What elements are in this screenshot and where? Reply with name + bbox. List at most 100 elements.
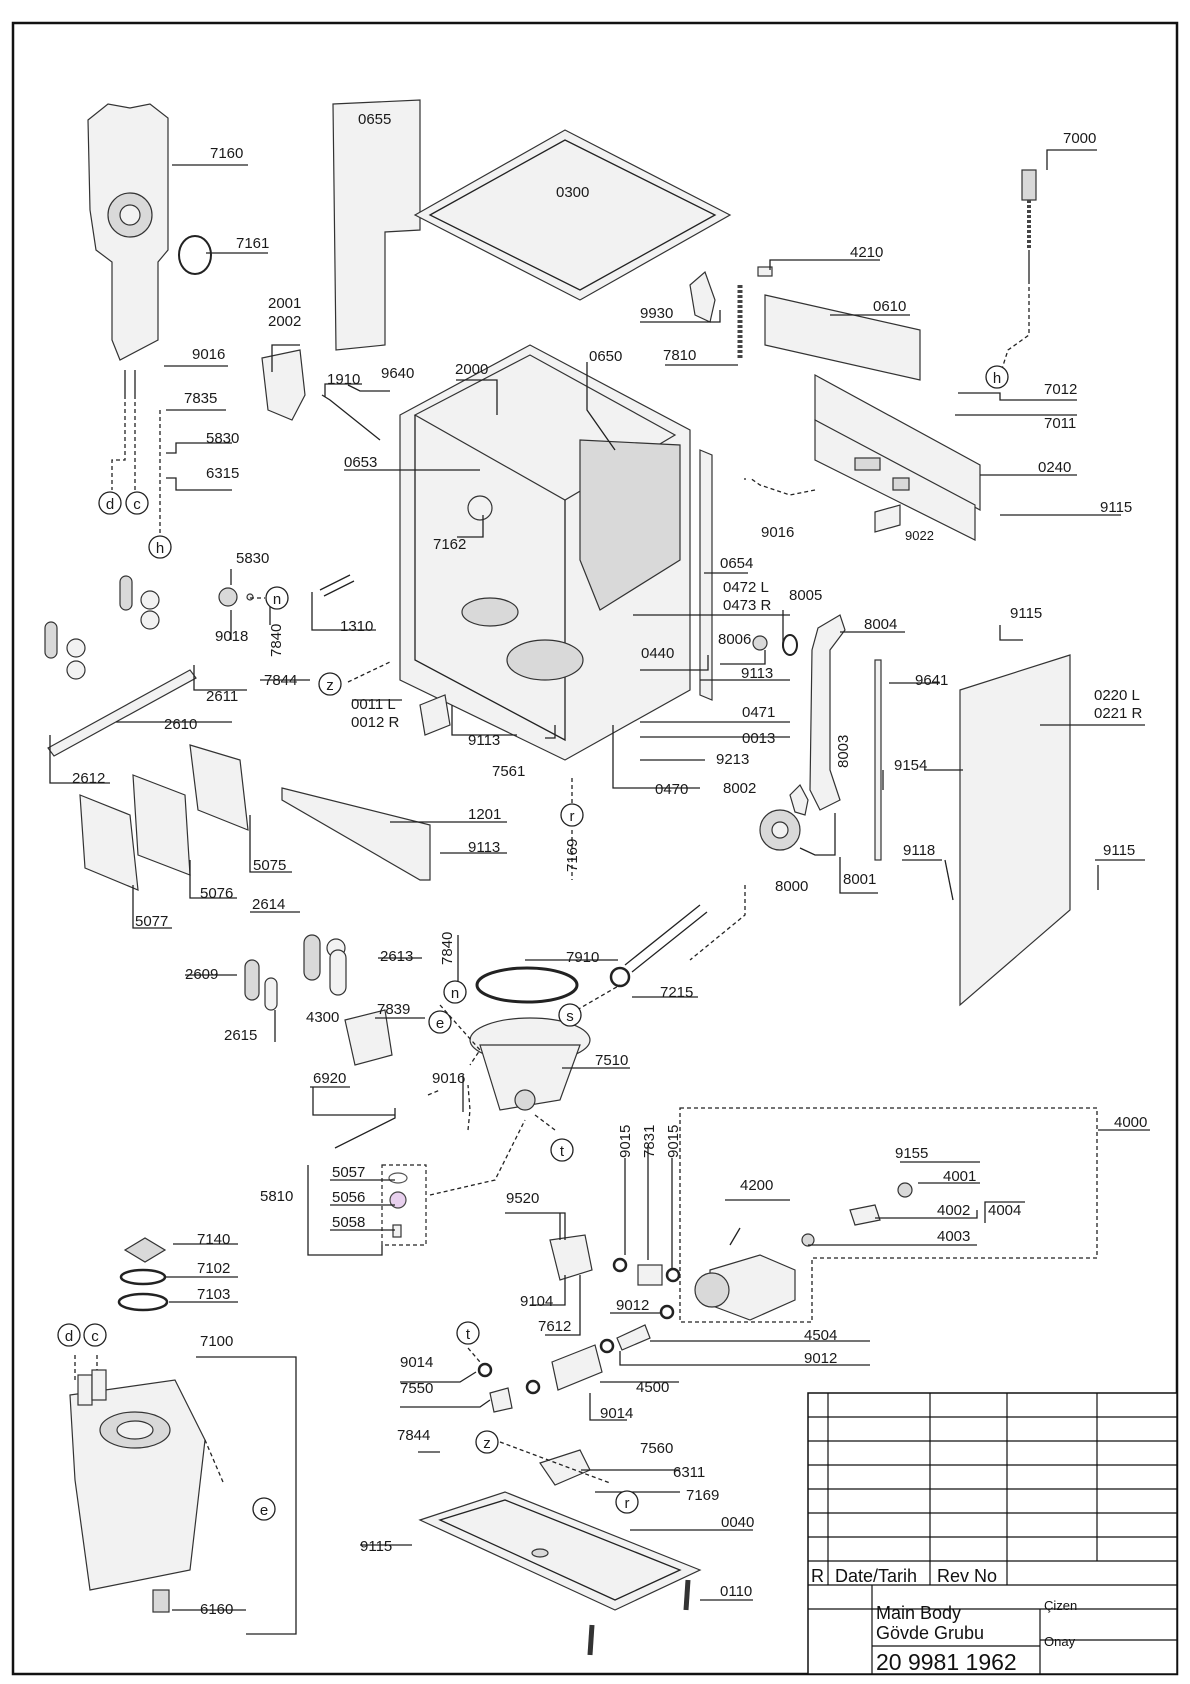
part-6920-hose bbox=[334, 1108, 396, 1149]
part-7160-water-panel bbox=[87, 103, 169, 395]
svg-text:d: d bbox=[65, 1328, 73, 1345]
label-2001: 2001 bbox=[268, 295, 301, 312]
svg-text:r: r bbox=[570, 808, 575, 825]
svg-text:z: z bbox=[483, 1435, 491, 1452]
label-0650: 0650 bbox=[589, 348, 622, 365]
part-1910-seal bbox=[321, 394, 381, 441]
label-9118: 9118 bbox=[903, 842, 935, 859]
label-9014-b: 9014 bbox=[600, 1405, 633, 1422]
label-0221: 0221 R bbox=[1094, 705, 1143, 722]
part-2614-wheels bbox=[303, 934, 347, 996]
part-7560 bbox=[539, 1449, 591, 1486]
label-4500: 4500 bbox=[636, 1379, 669, 1396]
label-9155: 9155 bbox=[895, 1145, 928, 1162]
label-2609: 2609 bbox=[185, 966, 218, 983]
part-0655-insulation bbox=[332, 99, 421, 351]
label-5830-left: 5830 bbox=[236, 550, 269, 567]
label-5058: 5058 bbox=[332, 1214, 365, 1231]
label-0012: 0012 R bbox=[351, 714, 400, 731]
part-4210 bbox=[757, 266, 773, 277]
title-block: R Date/Tarih Rev No Main Body Gövde Grub… bbox=[807, 1392, 1178, 1675]
label-6160: 6160 bbox=[200, 1601, 233, 1618]
part-0110-foot bbox=[587, 1624, 595, 1656]
callout-z-bottom: z bbox=[475, 1430, 499, 1454]
label-0470: 0470 bbox=[655, 781, 688, 798]
label-4200: 4200 bbox=[740, 1177, 773, 1194]
part-7510-sump bbox=[469, 1017, 591, 1111]
label-5056: 5056 bbox=[332, 1189, 365, 1206]
title-rev-label: Rev No bbox=[937, 1566, 997, 1586]
label-9014-a: 9014 bbox=[400, 1354, 433, 1371]
label-7140: 7140 bbox=[197, 1231, 230, 1248]
label-4004: 4004 bbox=[988, 1202, 1021, 1219]
part-5075 bbox=[189, 744, 249, 831]
part-4000-group-box bbox=[679, 1107, 1098, 1323]
svg-text:s: s bbox=[566, 1008, 574, 1025]
part-7910-ring bbox=[475, 966, 579, 1004]
label-9115-bottom: 9115 bbox=[360, 1538, 392, 1555]
part-labels: 7160 7161 9016 7835 5830 6315 0655 0300 … bbox=[72, 111, 1147, 1618]
label-9115-low: 9115 bbox=[1103, 842, 1135, 859]
label-4000: 4000 bbox=[1114, 1114, 1147, 1131]
callout-n-top: n bbox=[265, 586, 289, 610]
part-7140-cap bbox=[123, 1237, 167, 1263]
label-7844: 7844 bbox=[264, 672, 297, 689]
label-9113-low: 9113 bbox=[468, 839, 500, 856]
svg-text:h: h bbox=[993, 370, 1001, 387]
part-5810-box bbox=[381, 1164, 427, 1246]
label-0610: 0610 bbox=[873, 298, 906, 315]
part-5830-valve bbox=[218, 587, 254, 607]
part-7612-valve bbox=[549, 1234, 593, 1281]
label-9015-a: 9015 bbox=[617, 1125, 634, 1158]
label-6311: 6311 bbox=[673, 1464, 705, 1481]
label-8005: 8005 bbox=[789, 587, 822, 604]
part-2609-wheels bbox=[244, 959, 278, 1011]
label-8000: 8000 bbox=[775, 878, 808, 895]
part-0610-panel bbox=[764, 294, 921, 381]
svg-text:d: d bbox=[106, 496, 114, 513]
callout-r-bottom: r bbox=[615, 1490, 639, 1514]
label-7169-top: 7169 bbox=[564, 839, 581, 872]
label-0240: 0240 bbox=[1038, 459, 1071, 476]
label-0013: 0013 bbox=[742, 730, 775, 747]
label-7550: 7550 bbox=[400, 1380, 433, 1397]
label-7103: 7103 bbox=[197, 1286, 230, 1303]
callout-h-left: h bbox=[148, 535, 172, 559]
part-4200-motor bbox=[694, 1227, 796, 1321]
label-5076: 5076 bbox=[200, 885, 233, 902]
label-9154: 9154 bbox=[894, 757, 927, 774]
label-8002: 8002 bbox=[723, 780, 756, 797]
part-9930-clip bbox=[689, 270, 716, 323]
callout-t-bottom: t bbox=[456, 1321, 480, 1345]
part-4300-heater bbox=[344, 1009, 393, 1066]
label-7215: 7215 bbox=[660, 984, 693, 1001]
part-7000-cable bbox=[1021, 169, 1037, 280]
label-7100: 7100 bbox=[200, 1333, 233, 1350]
part-clamps bbox=[477, 966, 681, 1395]
label-7162: 7162 bbox=[433, 536, 466, 553]
svg-text:e: e bbox=[260, 1502, 268, 1519]
part-7550-elbow bbox=[489, 1387, 513, 1413]
leader-lines bbox=[49, 149, 1150, 1635]
label-9640: 9640 bbox=[381, 365, 414, 382]
label-5810: 5810 bbox=[260, 1188, 293, 1205]
label-1310: 1310 bbox=[340, 618, 373, 635]
part-8006-nut bbox=[752, 635, 768, 651]
label-9113: 9113 bbox=[741, 665, 773, 682]
title-approved-label: Onay bbox=[1044, 1634, 1076, 1649]
label-2610: 2610 bbox=[164, 716, 197, 733]
label-8003: 8003 bbox=[835, 735, 852, 768]
label-9018: 9018 bbox=[215, 628, 248, 645]
part-1310 bbox=[319, 574, 355, 597]
label-7160: 7160 bbox=[210, 145, 243, 162]
label-7840-mid: 7840 bbox=[439, 932, 456, 965]
part-0011-clip bbox=[419, 694, 451, 736]
label-9930: 9930 bbox=[640, 305, 673, 322]
svg-text:e: e bbox=[436, 1015, 444, 1032]
label-7561: 7561 bbox=[492, 763, 525, 780]
connection-lines bbox=[74, 280, 1030, 1484]
svg-text:c: c bbox=[133, 496, 141, 513]
label-9113-mid: 9113 bbox=[468, 732, 500, 749]
label-8006: 8006 bbox=[718, 631, 751, 648]
